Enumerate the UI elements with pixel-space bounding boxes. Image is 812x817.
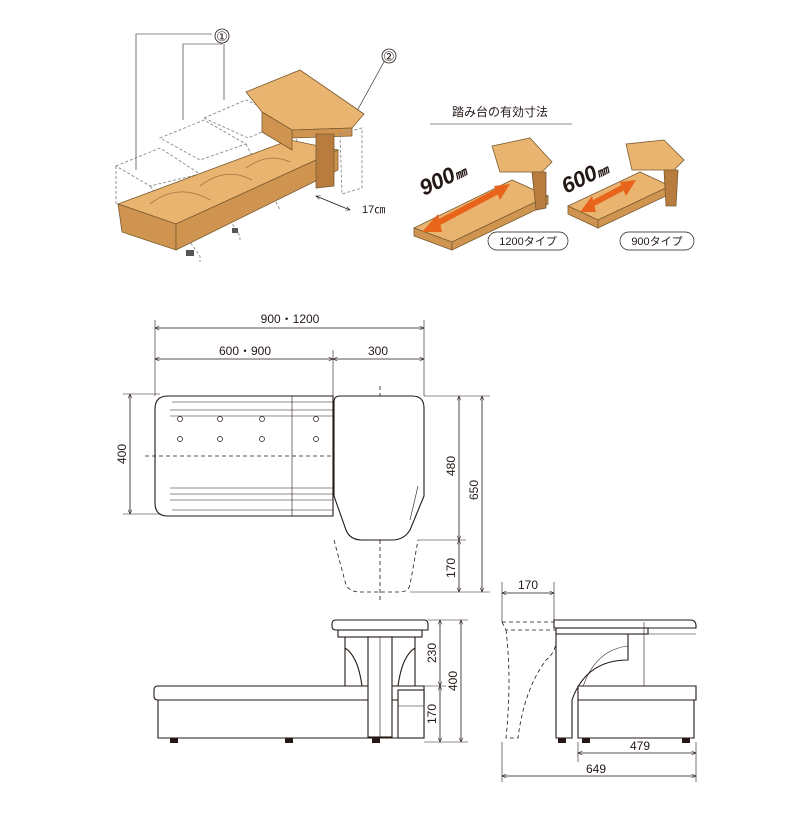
isometric-illustration: ① ② [114, 28, 397, 262]
base-height-label: 170 [425, 704, 439, 724]
base-platform [116, 139, 340, 256]
type-1200-illustration: 900㎜ 1200タイプ [412, 137, 569, 251]
callout-1-circle [214, 28, 230, 44]
caption-1200-pill [487, 231, 569, 251]
step-size-title: 踏み台の有効寸法 [452, 104, 548, 119]
overall-length-label: 900・1200 [261, 312, 320, 326]
total-depth-label: 650 [467, 480, 481, 500]
caption-1200: 1200タイプ [499, 235, 556, 248]
effective-length-1200: 900㎜ [415, 156, 472, 201]
step-length-label: 300 [368, 344, 388, 358]
gap-dimension-line [316, 196, 350, 210]
base-length-label: 600・900 [219, 344, 271, 358]
side-view: 170 479 649 [502, 578, 697, 782]
total-height-label: 400 [446, 671, 460, 691]
front-view: 230 400 170 [153, 619, 468, 743]
step-depth-label: 480 [444, 456, 458, 476]
step-stool [245, 69, 365, 195]
callout-1-label: ① [216, 29, 228, 44]
side-overhang-label: 170 [518, 578, 538, 592]
gap-dimension-label: 17㎝ [362, 204, 385, 216]
caption-900-pill [619, 231, 695, 251]
callout-2-label: ② [383, 49, 395, 64]
callout-2-circle [381, 48, 397, 64]
step-height-label: 230 [425, 643, 439, 663]
caption-900: 900タイプ [631, 235, 682, 248]
side-base-width-label: 479 [630, 739, 650, 753]
effective-arrow-1200 [430, 187, 502, 229]
side-total-width-label: 649 [586, 762, 606, 776]
type-900-illustration: 600㎜ 900タイプ [557, 139, 695, 251]
effective-arrow-900 [586, 183, 628, 209]
plan-view: 900・1200 600・900 300 400 [115, 312, 490, 600]
base-depth-label: 400 [115, 444, 129, 464]
overhang-label: 170 [444, 558, 458, 578]
